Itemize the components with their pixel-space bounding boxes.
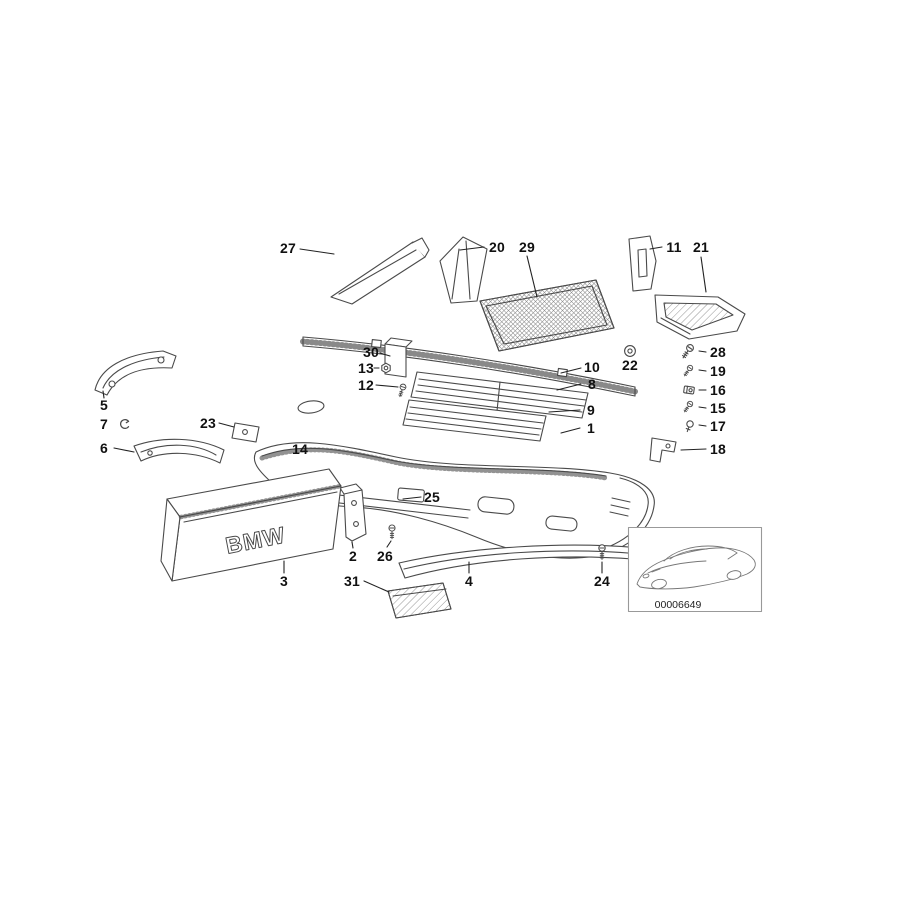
callout-28[interactable]: 28 — [710, 344, 726, 360]
kidney-grille-upper-part-8 — [410, 371, 589, 419]
upper-grille-part-29 — [479, 279, 615, 352]
vehicle-thumbnail: 00006649 — [627, 526, 763, 613]
bracket-part-18 — [649, 437, 677, 463]
callout-10[interactable]: 10 — [584, 359, 600, 375]
grille-frame-part-27 — [330, 237, 430, 305]
callout-30[interactable]: 30 — [363, 344, 379, 360]
screw-part-12-icon — [396, 382, 408, 399]
callout-5[interactable]: 5 — [100, 397, 108, 413]
bracket-part-2 — [339, 483, 367, 542]
callout-14[interactable]: 14 — [292, 441, 308, 457]
callout-27[interactable]: 27 — [280, 240, 296, 256]
bracket-part-11 — [628, 235, 657, 292]
callout-13[interactable]: 13 — [358, 360, 374, 376]
callout-29[interactable]: 29 — [519, 239, 535, 255]
callout-22[interactable]: 22 — [622, 357, 638, 373]
impact-absorber-part-3: BMW — [160, 468, 344, 582]
mounting-plate-part-6 — [133, 438, 225, 464]
grommet-part-22-icon — [624, 345, 636, 357]
bumper-carrier-bar — [300, 336, 638, 397]
callout-6[interactable]: 6 — [100, 440, 108, 456]
callout-24[interactable]: 24 — [594, 573, 610, 589]
callout-3[interactable]: 3 — [280, 573, 288, 589]
clipnut-part-16-icon — [683, 385, 695, 395]
screw-part-28-icon — [679, 342, 696, 361]
trim-strip-part-4 — [398, 544, 650, 579]
clip-part-7-icon — [119, 418, 130, 430]
callout-20[interactable]: 20 — [489, 239, 505, 255]
screw-part-26-icon — [388, 524, 396, 540]
side-bracket-part-5 — [94, 350, 177, 396]
rivet-part-17-icon — [683, 419, 695, 434]
callout-18[interactable]: 18 — [710, 441, 726, 457]
callout-16[interactable]: 16 — [710, 382, 726, 398]
callout-12[interactable]: 12 — [358, 377, 374, 393]
callout-25[interactable]: 25 — [424, 489, 440, 505]
callout-19[interactable]: 19 — [710, 363, 726, 379]
nut-part-13-icon — [381, 362, 391, 374]
callout-23[interactable]: 23 — [200, 415, 216, 431]
air-duct-part-21 — [654, 294, 746, 340]
callout-9[interactable]: 9 — [587, 402, 595, 418]
callout-21[interactable]: 21 — [693, 239, 709, 255]
callout-8[interactable]: 8 — [588, 376, 596, 392]
hatched-plate-part-31 — [387, 582, 452, 619]
callout-1[interactable]: 1 — [587, 420, 595, 436]
washer-jet-cover — [297, 400, 325, 414]
callout-17[interactable]: 17 — [710, 418, 726, 434]
callout-7[interactable]: 7 — [100, 416, 108, 432]
air-duct-part-20 — [439, 236, 488, 304]
kidney-grille-lower-part-9 — [402, 399, 547, 442]
bracket-part-23 — [231, 422, 260, 443]
callout-2[interactable]: 2 — [349, 548, 357, 564]
screw-part-15-icon — [681, 399, 695, 414]
callout-15[interactable]: 15 — [710, 400, 726, 416]
callout-31[interactable]: 31 — [344, 573, 360, 589]
callout-11[interactable]: 11 — [666, 239, 682, 255]
diagram-id: 00006649 — [655, 599, 702, 611]
callout-4[interactable]: 4 — [465, 573, 473, 589]
leader-lines — [102, 246, 707, 593]
callout-26[interactable]: 26 — [377, 548, 393, 564]
screw-part-19-icon — [681, 363, 695, 378]
